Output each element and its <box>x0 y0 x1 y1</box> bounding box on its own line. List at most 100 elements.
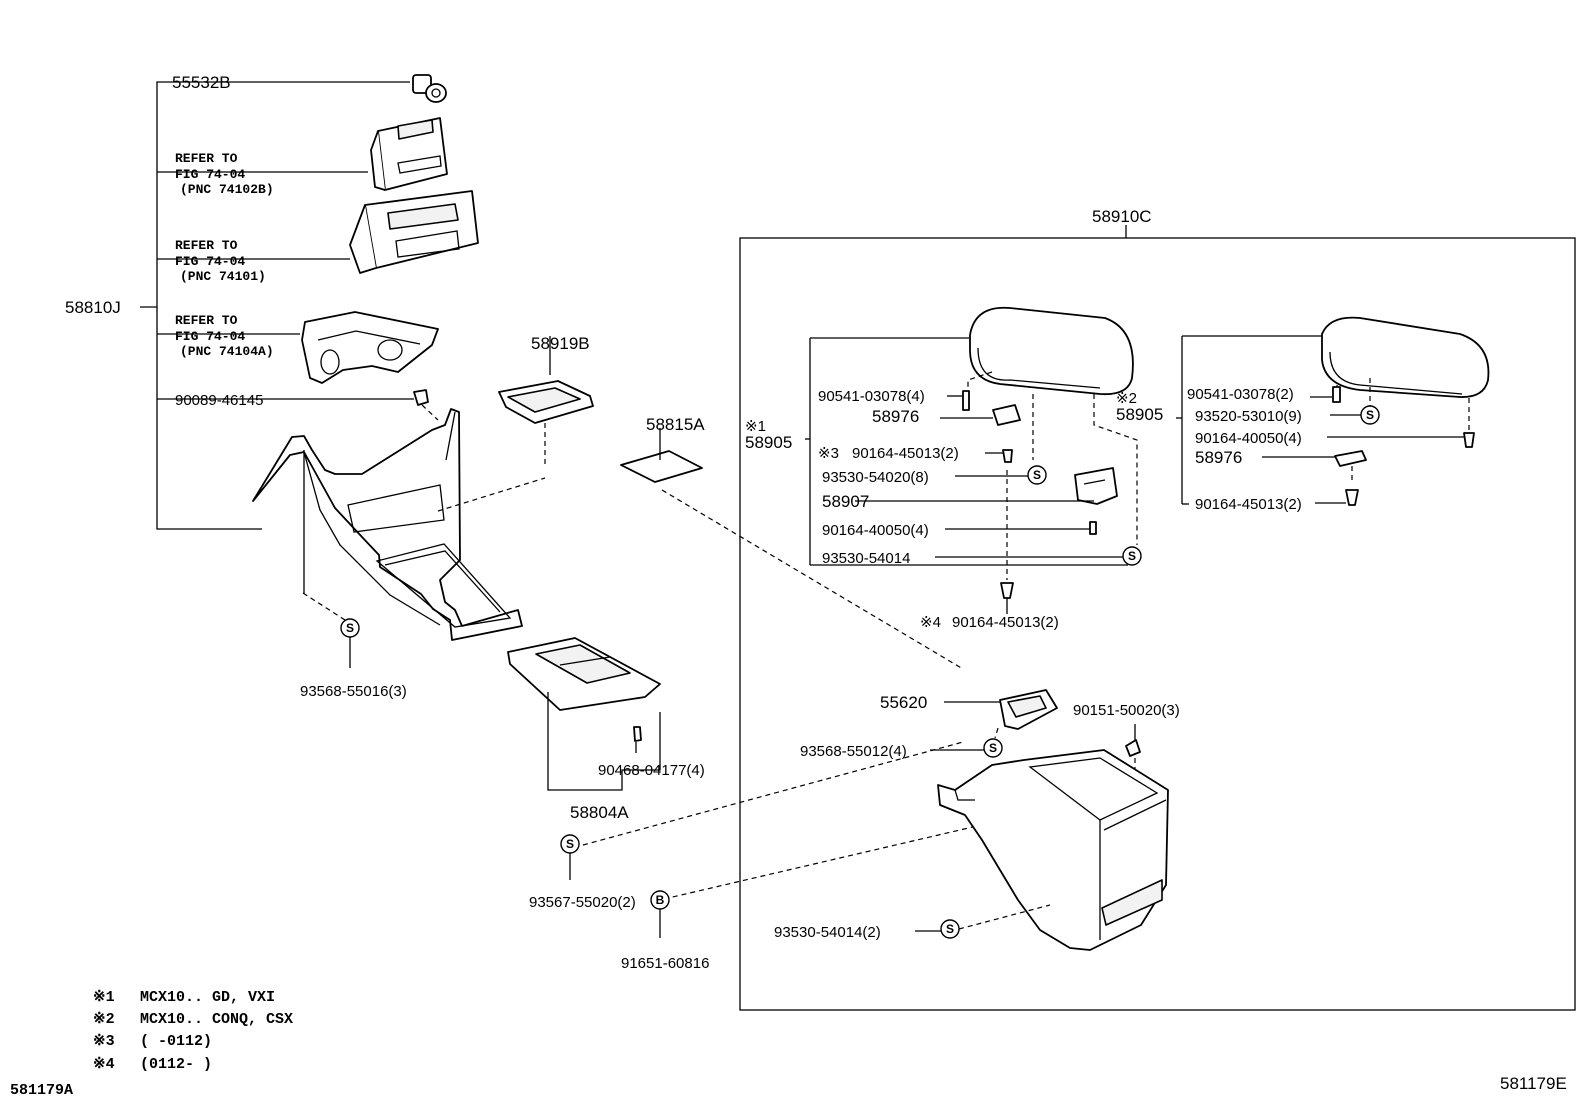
mark-3: ※3 <box>818 445 839 462</box>
knob-55532b <box>412 74 447 103</box>
label-58804a: 58804A <box>570 803 629 822</box>
console-body <box>252 408 523 641</box>
clip-58976-a <box>940 404 1021 426</box>
screw-90541-a <box>947 390 970 411</box>
armrest-58905-b <box>1321 316 1490 430</box>
bracket-58810j <box>140 81 414 530</box>
label-90164-45013-a: 90164-45013(2) <box>852 445 959 462</box>
label-93567: 93567-55020(2) <box>529 894 636 911</box>
label-93520: 93520-53010(9) <box>1195 408 1302 425</box>
label-refer2-b: FIG 74-04 <box>175 254 245 269</box>
mark-1: ※1 <box>745 418 766 435</box>
note-3-mark: ※3 <box>93 1033 115 1050</box>
mark-2: ※2 <box>1116 390 1137 407</box>
note-2-text: MCX10.. CONQ, CSX <box>140 1011 293 1028</box>
note-3-text: ( -0112) <box>140 1033 212 1050</box>
label-90164-45013-b: 90164-45013(2) <box>952 614 1059 631</box>
svg-text:S: S <box>946 922 954 936</box>
s-symbol-93568-55016: S <box>340 618 360 668</box>
s-symbol-93530-54020: S <box>955 465 1047 485</box>
svg-text:S: S <box>989 741 997 755</box>
screw-90541-b <box>1310 386 1341 403</box>
cover-58804a <box>507 637 661 742</box>
label-58910c: 58910C <box>1092 207 1152 226</box>
label-90151: 90151-50020(3) <box>1073 702 1180 719</box>
note-2-mark: ※2 <box>93 1011 115 1028</box>
label-90089: 90089-46145 <box>175 392 263 409</box>
label-58810j: 58810J <box>65 298 121 317</box>
label-90164-45013-c: 90164-45013(2) <box>1195 496 1302 513</box>
label-58815a: 58815A <box>646 415 705 434</box>
svg-text:S: S <box>1033 468 1041 482</box>
label-90164-40050-b: 90164-40050(4) <box>1195 430 1302 447</box>
label-90541-4: 90541-03078(4) <box>818 388 925 405</box>
label-refer3-c: (PNC 74104A) <box>180 344 274 359</box>
label-refer1-c: (PNC 74102B) <box>180 182 274 197</box>
label-58976-a: 58976 <box>872 407 919 426</box>
leaders-left <box>547 336 661 791</box>
label-55532b: 55532B <box>172 73 231 92</box>
rear-console-box <box>937 749 1169 951</box>
label-refer2-c: (PNC 74101) <box>180 269 266 284</box>
armrest-58905-a <box>967 306 1138 545</box>
screw-90164-45013-c <box>1315 489 1359 506</box>
b-symbol-91651: B <box>650 890 670 938</box>
bracket-58905-b <box>1176 335 1322 505</box>
bracket-74104a <box>301 311 439 384</box>
s-symbol-93520: S <box>1330 405 1380 425</box>
label-refer2-a: REFER TO <box>175 238 238 253</box>
label-refer3-b: FIG 74-04 <box>175 329 245 344</box>
label-refer3-a: REFER TO <box>175 313 238 328</box>
label-refer1-a: REFER TO <box>175 151 238 166</box>
ashtray-55620 <box>944 689 1058 730</box>
label-93530-54014-2: 93530-54014(2) <box>774 924 881 941</box>
label-93530-54014: 93530-54014 <box>822 550 910 567</box>
label-58907: 58907 <box>822 492 869 511</box>
label-90164-40050-a: 90164-40050(4) <box>822 522 929 539</box>
note-1-mark: ※1 <box>93 989 115 1006</box>
clip-90089 <box>413 389 439 421</box>
label-91651: 91651-60816 <box>621 955 709 972</box>
footnotes: ※1 MCX10.. GD, VXI ※2 MCX10.. CONQ, CSX … <box>10 989 1567 1099</box>
note-1-text: MCX10.. GD, VXI <box>140 989 275 1006</box>
label-90468: 90468-04177(4) <box>598 762 705 779</box>
s-symbol-93530-54014: S <box>935 546 1142 566</box>
bracket-58907 <box>855 467 1118 505</box>
label-58976-b: 58976 <box>1195 448 1242 467</box>
label-90541-2: 90541-03078(2) <box>1187 386 1294 403</box>
svg-text:S: S <box>346 621 354 635</box>
label-58905-b: 58905 <box>1116 405 1163 424</box>
label-refer1-b: FIG 74-04 <box>175 167 245 182</box>
note-4-text: (0112- ) <box>140 1056 212 1073</box>
clip-58976-b <box>1262 450 1367 480</box>
screw-90164-45013-a <box>985 449 1013 463</box>
bracket-58905-a <box>805 337 1128 566</box>
code-bottom-right: 581179E <box>1500 1074 1567 1093</box>
s-symbol-93530-54014-2: S <box>915 904 1051 939</box>
svg-text:S: S <box>566 837 574 851</box>
ashtray-74102b <box>370 117 448 191</box>
svg-text:S: S <box>1366 408 1374 422</box>
screw-90164-45013-b <box>1000 470 1014 614</box>
label-93530-54020: 93530-54020(8) <box>822 469 929 486</box>
code-bottom-left: 581179A <box>10 1082 73 1099</box>
mark-4: ※4 <box>920 614 941 631</box>
mat-58815a <box>620 450 703 483</box>
svg-text:B: B <box>656 893 665 907</box>
label-93568-55016: 93568-55016(3) <box>300 683 407 700</box>
group-box-58910c <box>739 225 1576 1011</box>
panel-74101 <box>349 190 479 274</box>
label-93568-55012: 93568-55012(4) <box>800 743 907 760</box>
labels: 55532B REFER TO FIG 74-04 (PNC 74102B) R… <box>65 73 1302 972</box>
tray-58919b <box>498 380 594 468</box>
label-55620: 55620 <box>880 693 927 712</box>
label-58905-a: 58905 <box>745 433 792 452</box>
screw-90164-40050-b <box>1327 432 1475 448</box>
s-symbol-93567: S <box>560 834 580 880</box>
label-58919b: 58919B <box>531 334 590 353</box>
screw-90164-40050-a <box>945 521 1097 535</box>
note-4-mark: ※4 <box>93 1056 115 1073</box>
s-symbol-93568-55012: S <box>930 727 1003 758</box>
svg-text:S: S <box>1128 549 1136 563</box>
